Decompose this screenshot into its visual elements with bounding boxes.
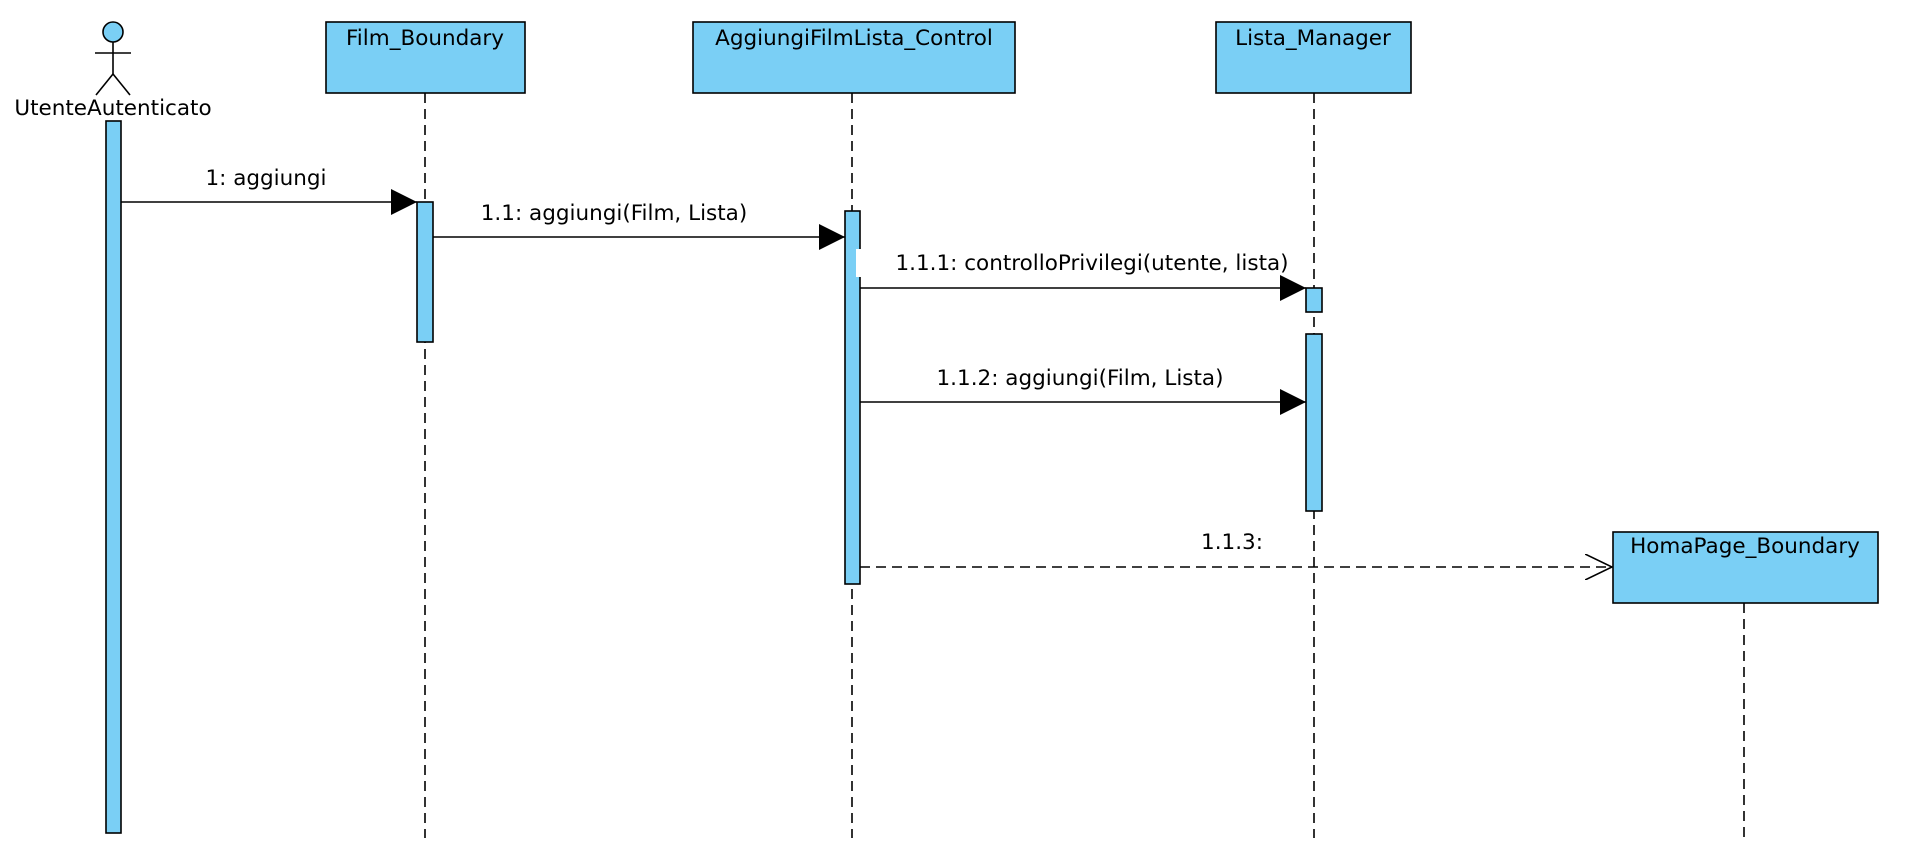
message-1-1-1: 1.1.1: controlloPrivilegi(utente, lista) (856, 249, 1306, 301)
message-1-1-2: 1.1.2: aggiungi(Film, Lista) (860, 366, 1306, 415)
message-label: 1.1.1: controlloPrivilegi(utente, lista) (895, 251, 1288, 276)
participant-name: HomaPage_Boundary (1630, 534, 1860, 559)
stick-figure-actor-icon (95, 21, 131, 96)
message-1: 1: aggiungi (121, 166, 417, 215)
activation-film-boundary (416, 201, 434, 343)
activation-control (844, 210, 861, 585)
participant-name: AggiungiFilmLista_Control (715, 26, 993, 51)
activation-lista-manager-1 (1305, 287, 1323, 313)
participant-film-boundary: Film_Boundary (325, 21, 526, 94)
actor-name: UtenteAutenticato (14, 96, 211, 121)
message-1-1: 1.1: aggiungi(Film, Lista) (433, 201, 845, 250)
actor-utente-autenticato: UtenteAutenticato (14, 21, 212, 121)
participant-name: Film_Boundary (346, 26, 504, 51)
participant-homapage-boundary: HomaPage_Boundary (1612, 531, 1879, 604)
activation-lista-manager-2 (1305, 333, 1323, 512)
participant-lista-manager: Lista_Manager (1215, 21, 1412, 94)
participant-aggiungi-control: AggiungiFilmLista_Control (692, 21, 1016, 94)
participant-name: Lista_Manager (1235, 26, 1391, 51)
message-label: 1.1: aggiungi(Film, Lista) (481, 201, 747, 226)
message-label: 1.1.3: (1201, 530, 1263, 555)
activation-actor (105, 120, 122, 834)
message-label: 1.1.2: aggiungi(Film, Lista) (937, 366, 1224, 391)
message-1-1-3: 1.1.3: (860, 530, 1612, 567)
message-label: 1: aggiungi (205, 166, 326, 191)
